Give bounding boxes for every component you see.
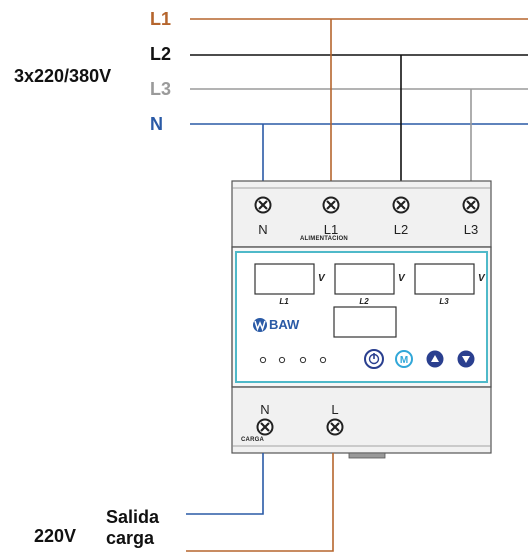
- input-terminal-label-l3: L3: [463, 222, 479, 237]
- supply-voltage-label: 3x220/380V: [14, 66, 112, 86]
- terminal-screw-icon: [462, 196, 480, 214]
- input-caption: ALIMENTACION: [300, 236, 348, 242]
- line-label-n: N: [150, 114, 163, 134]
- input-terminal-label-l2: L2: [393, 222, 409, 237]
- brand-name: BAW: [269, 317, 300, 332]
- display-unit-l2: V: [398, 273, 405, 284]
- display-l2: [334, 263, 395, 295]
- power-button[interactable]: [364, 349, 384, 369]
- led-indicator: [278, 356, 286, 364]
- output-description-line2: carga: [106, 528, 155, 548]
- display-center: [333, 306, 397, 338]
- terminal-screw-icon: [256, 418, 274, 436]
- down-arrow-icon: [462, 356, 470, 363]
- output-description: Salida carga: [106, 507, 159, 549]
- display-label-l1: L1: [279, 297, 289, 306]
- mode-button-label: M: [400, 355, 408, 366]
- line-label-l2: L2: [150, 44, 172, 64]
- terminal-screw-icon: [254, 196, 272, 214]
- output-terminal-label-l: L: [331, 402, 339, 417]
- down-button[interactable]: [457, 350, 475, 368]
- output-wire-n: [186, 453, 264, 515]
- input-terminal-label-l1: L1: [323, 222, 339, 237]
- input-terminal-label-n: N: [258, 222, 268, 237]
- display-label-l3: L3: [439, 297, 449, 306]
- display-l1: [254, 263, 315, 295]
- terminal-screw-icon: [322, 196, 340, 214]
- line-label-l3: L3: [150, 79, 172, 99]
- output-terminal-label-n: N: [260, 402, 270, 417]
- output-description-line1: Salida: [106, 507, 160, 527]
- display-l3: [414, 263, 475, 295]
- up-button[interactable]: [426, 350, 444, 368]
- output-voltage-label: 220V: [34, 526, 77, 546]
- output-wire-l: [186, 453, 334, 552]
- display-unit-l1: V: [318, 273, 325, 284]
- baw-logo-icon: [253, 318, 267, 332]
- terminal-screw-icon: [392, 196, 410, 214]
- output-caption: CARGA: [241, 437, 264, 443]
- led-indicator: [299, 356, 307, 364]
- led-indicator: [319, 356, 327, 364]
- led-indicator: [259, 356, 267, 364]
- mode-button[interactable]: M: [395, 350, 413, 368]
- terminal-screw-icon: [326, 418, 344, 436]
- display-label-l2: L2: [359, 297, 369, 306]
- line-label-l1: L1: [150, 9, 172, 29]
- display-unit-l3: V: [478, 273, 485, 284]
- up-arrow-icon: [431, 355, 439, 362]
